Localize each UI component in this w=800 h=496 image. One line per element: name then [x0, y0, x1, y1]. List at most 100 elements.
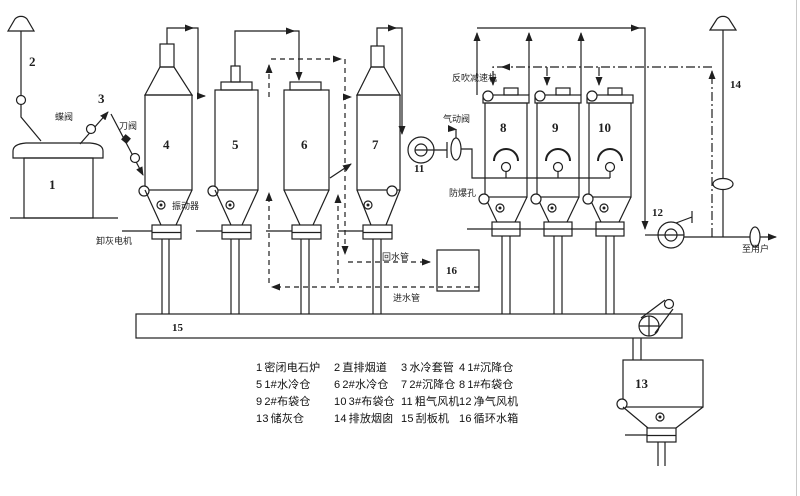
scraper-conveyor: 15 — [135, 298, 683, 360]
distributor-arc-icon — [493, 148, 519, 162]
distributor-arc-icon — [545, 148, 571, 162]
vibrator-icon — [363, 200, 373, 210]
discharge-valve-icon — [616, 398, 628, 410]
circulating-water-tank: 16 — [436, 249, 480, 292]
legend-item-name: 2#水冷仓 — [342, 379, 389, 391]
backblow-reducer-label: 反吹减速机 — [452, 72, 497, 83]
raw-gas-fan: 气动阀 11 — [407, 113, 470, 175]
vibrator-icon — [547, 203, 557, 213]
jacket-pipe: 蝶阀 3 刀阀 — [55, 91, 144, 176]
elevator-top-pulley-icon — [663, 298, 675, 310]
legend-item-number: 6 — [334, 379, 341, 391]
bag-bin-2: 9 — [519, 32, 582, 314]
vibrator-icon — [225, 200, 235, 210]
legend-item-number: 2 — [334, 362, 341, 374]
discharge-valve-icon — [386, 185, 398, 197]
jacket-number: 3 — [98, 91, 105, 106]
inlet-pipe-label: 进水管 — [393, 292, 420, 303]
clean-gas-downpipe — [637, 27, 649, 230]
explosion-vent-label: 防爆孔 — [449, 187, 476, 198]
valve-circle-icon — [129, 152, 141, 164]
bin13-number: 13 — [635, 376, 649, 391]
backblow-line: 反吹减速机 — [452, 63, 716, 237]
legend-item-name: 粗气风机 — [414, 396, 460, 408]
legend-item-number: 15 — [401, 413, 414, 425]
bag-bin-inlets — [493, 148, 623, 178]
legend-item-number: 1 — [256, 362, 263, 374]
explosion-vent-icon — [582, 193, 594, 205]
scraper-number: 15 — [172, 322, 184, 334]
knife-valve-label: 刀阀 — [119, 121, 137, 131]
settling-bin-2: 7 — [338, 45, 402, 314]
bin9-number: 9 — [552, 120, 559, 135]
legend-item-number: 3 — [401, 362, 408, 374]
water-circuit: 回水管 进水管 — [265, 55, 479, 303]
bin8-number: 8 — [500, 120, 507, 135]
vibrator-icon — [655, 412, 665, 422]
to-user-label: 至用户 — [742, 243, 769, 254]
bag-bin-3: 10 — [571, 32, 634, 314]
legend-item-name: 3#布袋仓 — [348, 396, 395, 408]
explosion-vent-icon — [530, 193, 542, 205]
explosion-vent-icon — [478, 193, 490, 205]
gas-pipe-7-11a — [376, 24, 397, 46]
vessel6-number: 6 — [301, 137, 308, 152]
legend-item-name: 1#布袋仓 — [467, 379, 514, 391]
raw-gas-manifold — [461, 148, 610, 179]
butterfly-valve-label: 蝶阀 — [55, 111, 73, 122]
legend-item-number: 14 — [334, 413, 347, 425]
gas-pipe-7-11b — [394, 27, 406, 135]
legend-item-number: 16 — [459, 413, 472, 425]
water-cool-bin-2: 6 — [266, 81, 330, 314]
flue-cap-icon — [6, 15, 36, 32]
legend-item-name: 1#水冷仓 — [264, 379, 311, 391]
direct-flue-stack: 2 — [6, 15, 42, 142]
legend-item-name: 2#沉降仓 — [409, 379, 456, 391]
legend-item-name: 密闭电石炉 — [264, 362, 321, 374]
vessel5-number: 5 — [232, 137, 239, 152]
discharge-valve-icon — [207, 185, 219, 197]
vibrator-label: 振动器 — [172, 200, 199, 211]
gas-pipe-4-5a — [166, 24, 194, 44]
legend-item-number: 13 — [256, 413, 269, 425]
tank16-number: 16 — [446, 265, 458, 277]
top-valve-icon — [482, 90, 494, 102]
vibrator-icon — [156, 200, 166, 210]
legend-item-number: 8 — [459, 379, 466, 391]
ash-motor-label: 卸灰电机 — [96, 235, 132, 246]
clean-gas-fan: 12 — [645, 207, 693, 249]
gas-pipe-5-6a — [234, 27, 295, 66]
legend-item-number: 7 — [401, 379, 408, 391]
furnace: 1 — [10, 142, 118, 219]
legend-item-number: 11 — [401, 396, 413, 408]
user-line-valve-icon — [749, 226, 761, 248]
ash-storage-bin: 13 — [616, 359, 704, 466]
legend-item-name: 2#布袋仓 — [264, 396, 311, 408]
furnace-lid — [12, 142, 104, 159]
legend-item-number: 9 — [256, 396, 263, 408]
legend-item-number: 10 — [334, 396, 347, 408]
legend-item-name: 刮板机 — [415, 413, 450, 425]
vessel4-number: 4 — [163, 137, 170, 152]
legend-item-number: 5 — [256, 379, 263, 391]
stack-valve-icon — [712, 177, 734, 191]
legend-item-name: 净气风机 — [473, 396, 519, 408]
return-pipe-label: 回水管 — [382, 251, 409, 262]
fan11-number: 11 — [414, 163, 424, 175]
vibrator-icon — [599, 203, 609, 213]
flue-valve-icon — [15, 94, 27, 106]
legend-item-name: 循环水箱 — [473, 413, 519, 425]
water-cool-bin-1: 5 — [196, 65, 259, 314]
